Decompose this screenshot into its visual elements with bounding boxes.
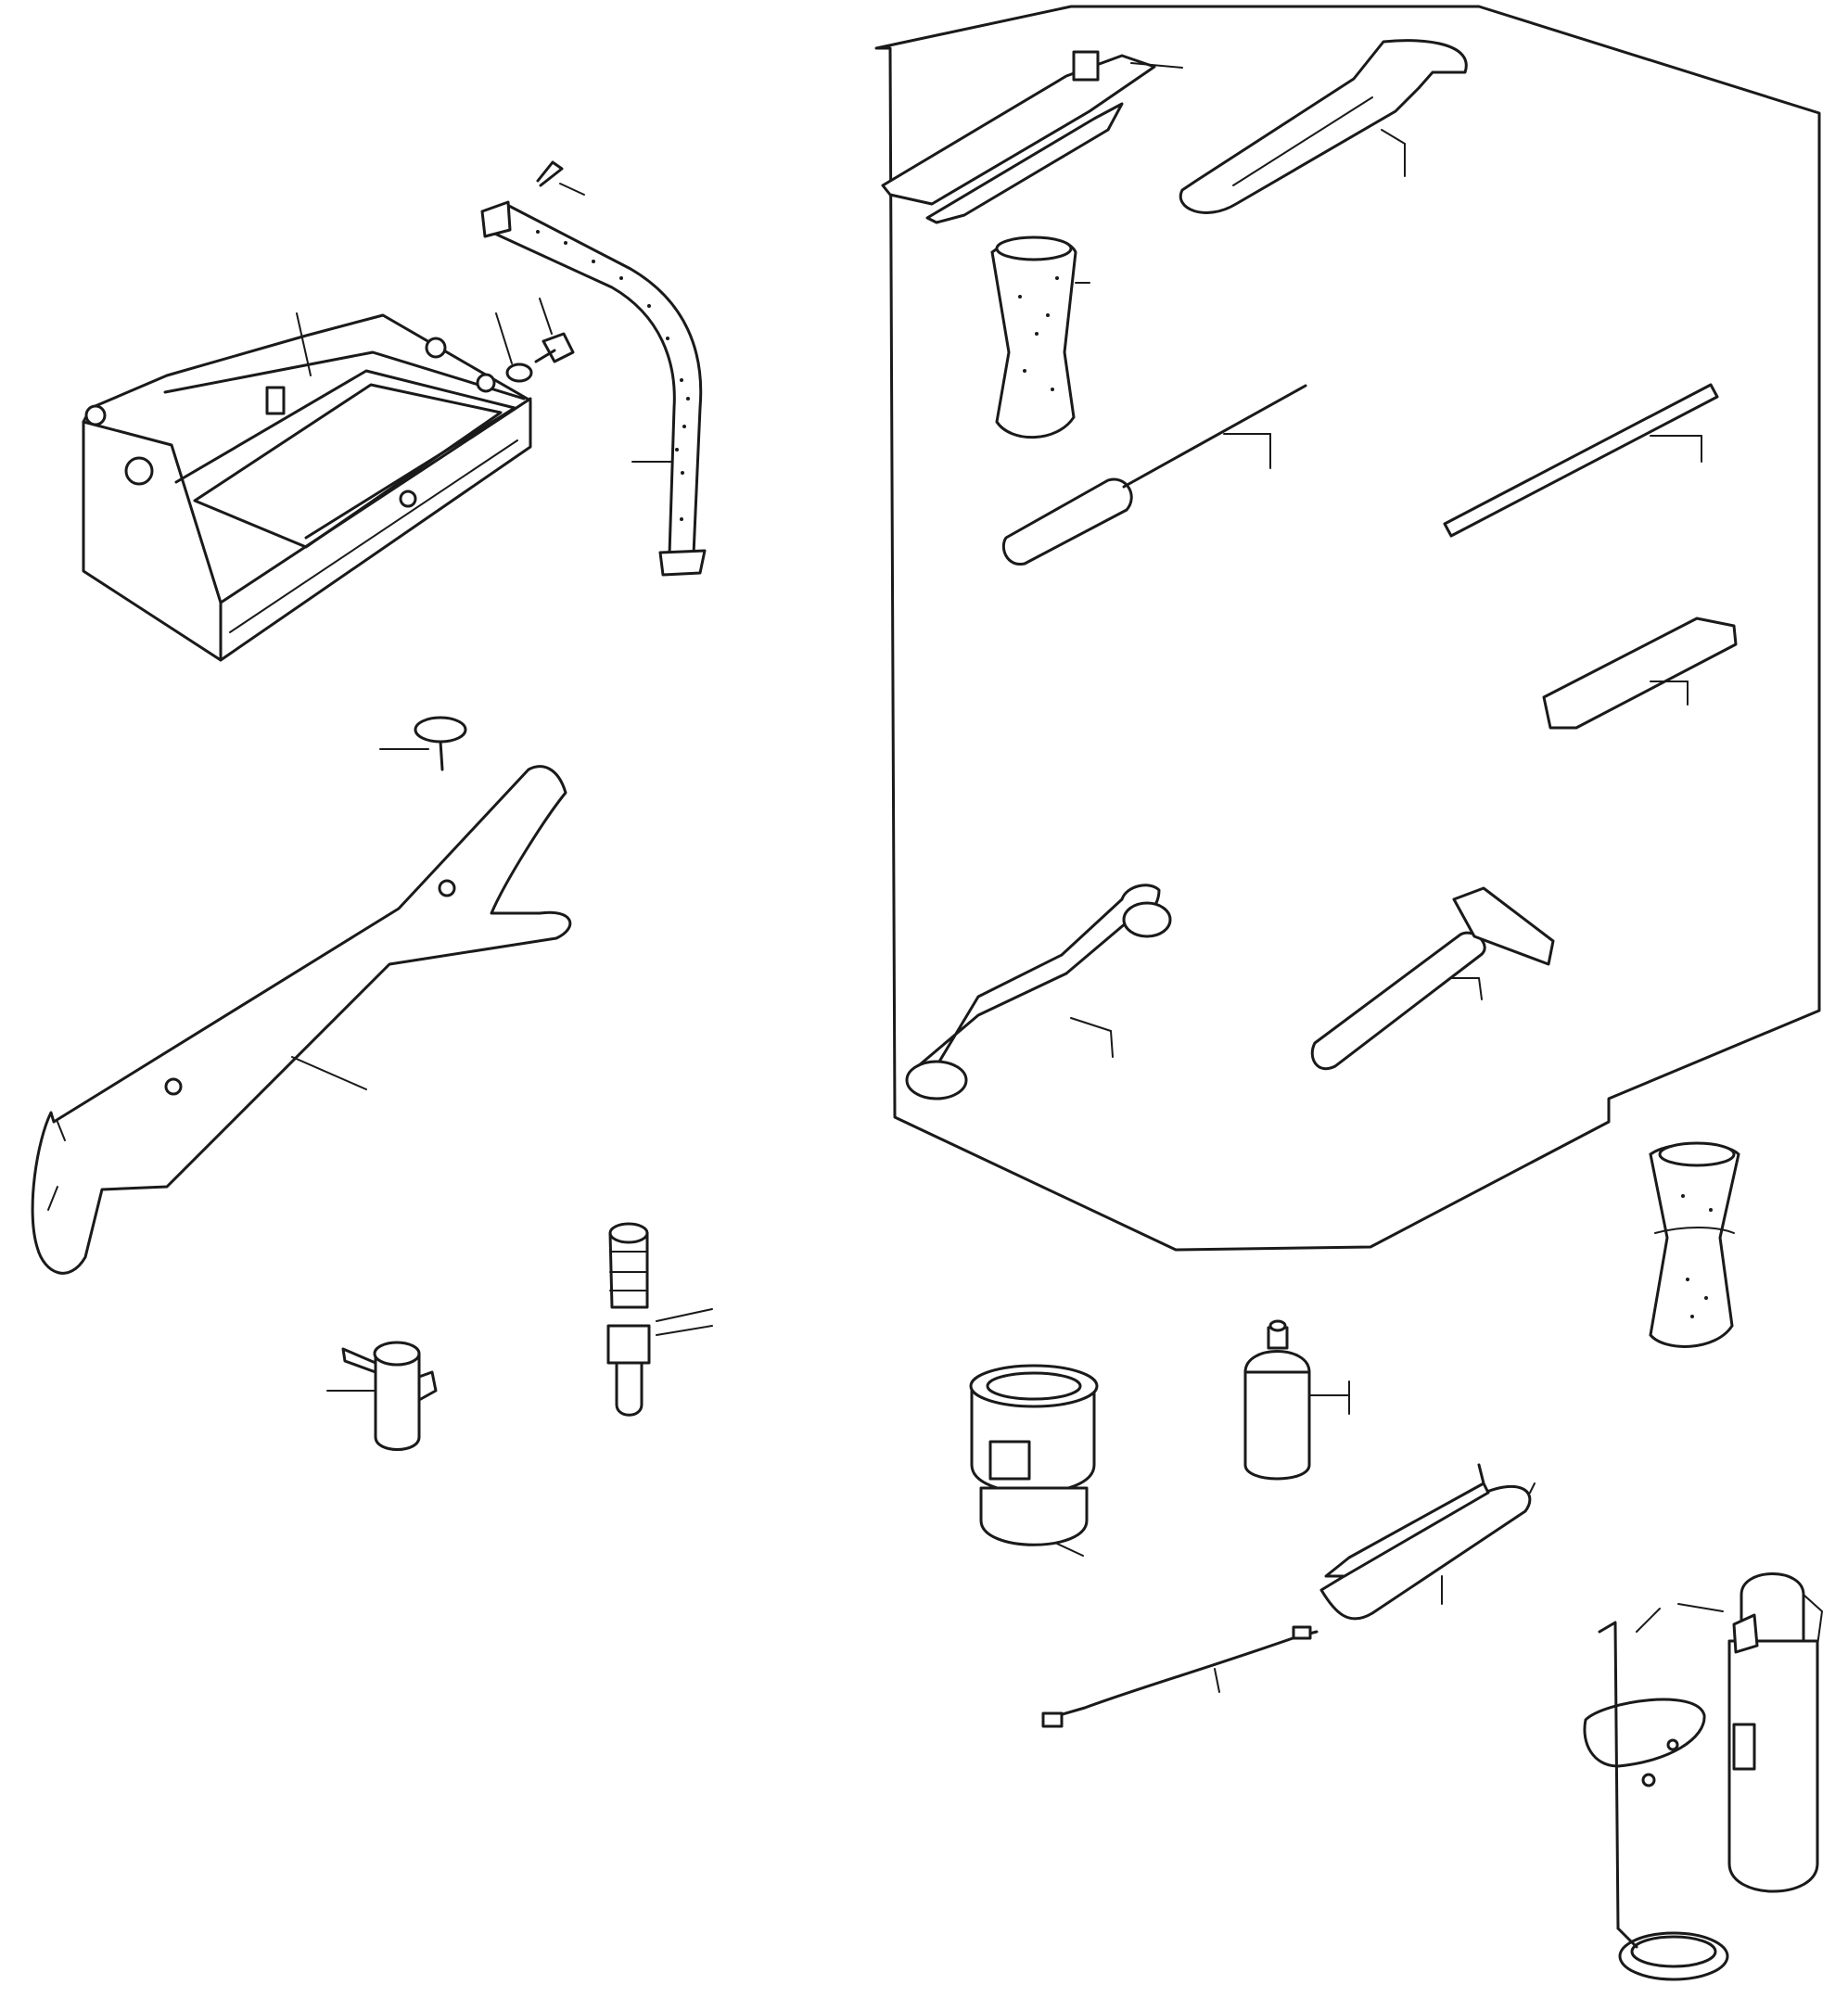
support-bracket[interactable] xyxy=(31,765,572,1275)
screwdriver[interactable] xyxy=(1001,384,1307,566)
grease-gun[interactable] xyxy=(1041,1463,1536,1728)
hammer[interactable] xyxy=(1310,886,1555,1070)
washer[interactable] xyxy=(495,312,533,383)
tool-kit-outline xyxy=(874,5,1821,1252)
battery-tray[interactable] xyxy=(82,312,532,662)
hook-pin[interactable] xyxy=(536,160,585,196)
wing-knob[interactable] xyxy=(326,1341,438,1451)
clevis-pin[interactable] xyxy=(379,716,467,771)
tool-bag[interactable] xyxy=(1649,1141,1740,1348)
threaded-post[interactable] xyxy=(606,1222,713,1417)
ring-spanner[interactable] xyxy=(905,884,1172,1100)
fire-extinguisher[interactable] xyxy=(1727,1572,1823,1893)
oil-can[interactable] xyxy=(1243,1319,1350,1481)
tommy-bar[interactable] xyxy=(1443,383,1719,538)
grease-container[interactable] xyxy=(969,1364,1099,1557)
open-end-wrench[interactable] xyxy=(1179,39,1468,214)
pliers[interactable] xyxy=(881,50,1183,224)
battery-strap[interactable] xyxy=(480,200,707,577)
box-spanner[interactable] xyxy=(1542,617,1738,730)
extinguisher-bracket[interactable] xyxy=(1583,1603,1729,1981)
tool-roll[interactable] xyxy=(990,235,1090,439)
bolt[interactable] xyxy=(534,298,575,363)
